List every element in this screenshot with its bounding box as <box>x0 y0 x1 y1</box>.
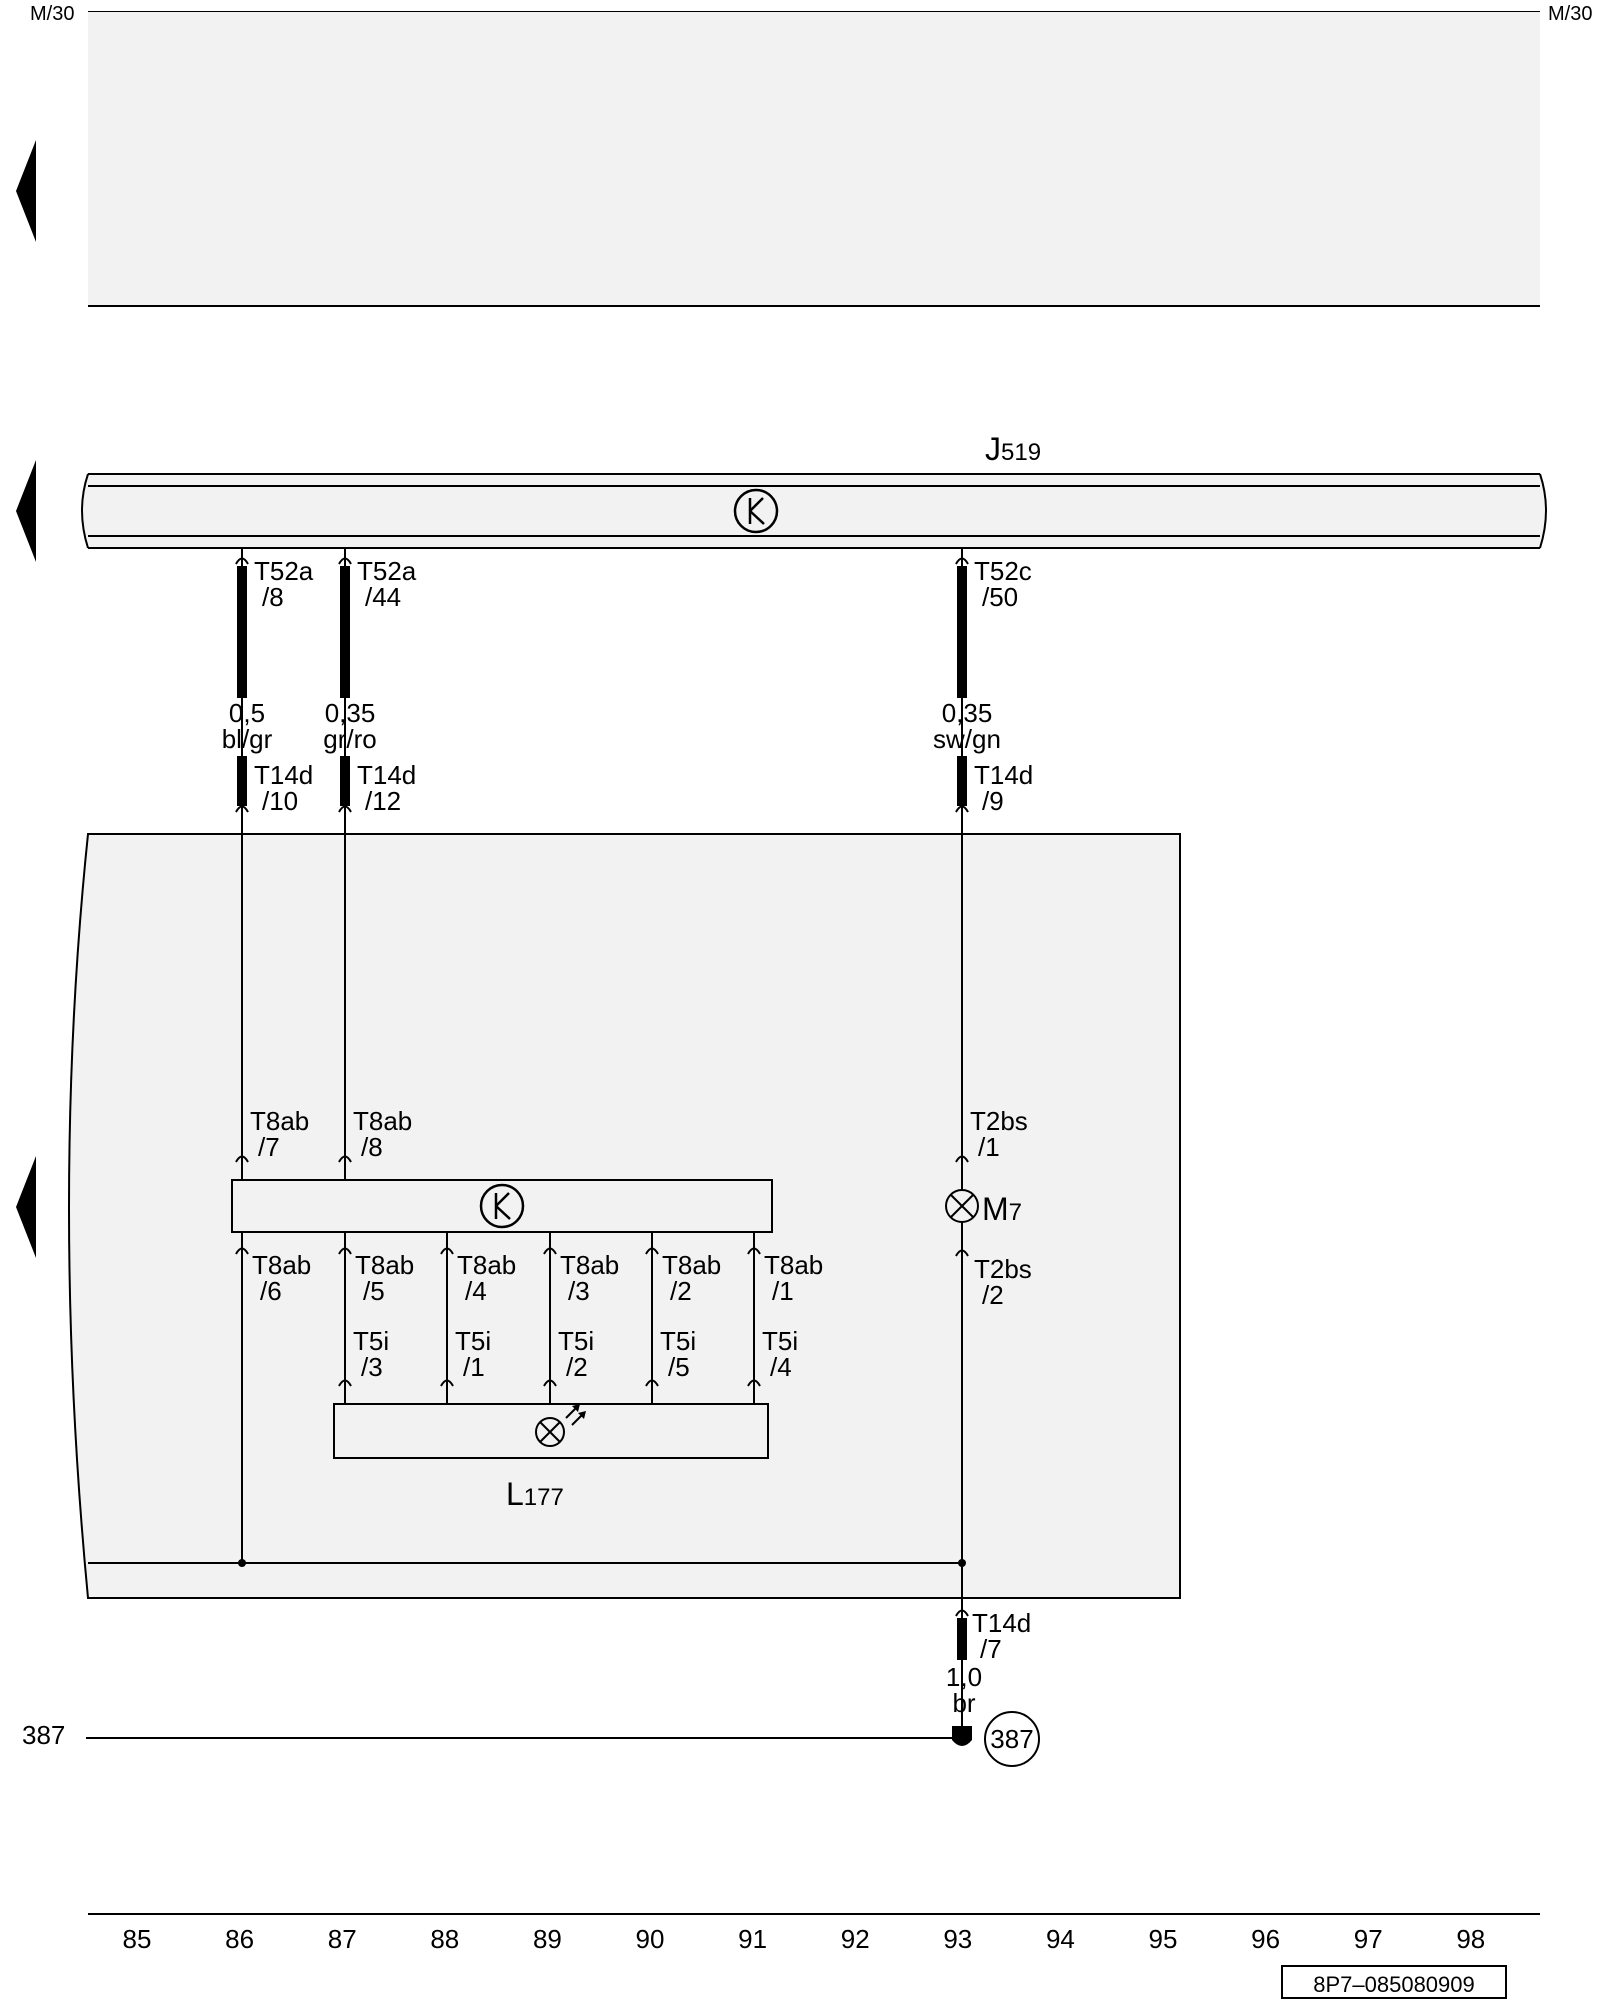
conn-t14d-9: T14d/9 <box>974 760 1033 816</box>
j519-body <box>82 474 1546 548</box>
m7-label: M7 <box>982 1191 1022 1227</box>
grid-number: 88 <box>430 1924 459 1954</box>
conn-t8ab-5: T8ab/5 <box>355 1250 414 1306</box>
top-region <box>88 12 1540 306</box>
wire-93-thick-bottom <box>957 1618 967 1660</box>
sheet-ref-left: M/30 <box>30 3 74 25</box>
conn-t8ab-7: T8ab/7 <box>250 1106 309 1162</box>
grid-number: 89 <box>533 1924 562 1954</box>
grid-number: 94 <box>1046 1924 1075 1954</box>
conn-t8ab-4: T8ab/4 <box>457 1250 516 1306</box>
grid-number: 91 <box>738 1924 767 1954</box>
sheet-ref-right: M/30 <box>1548 3 1592 25</box>
grid-number: 86 <box>225 1924 254 1954</box>
conn-t5i-5: T5i/5 <box>660 1326 696 1382</box>
conn-t8ab-3: T8ab/3 <box>560 1250 619 1306</box>
conn-t8ab-8: T8ab/8 <box>353 1106 412 1162</box>
conn-t8ab-1: T8ab/1 <box>764 1250 823 1306</box>
wire-87-thick-lower <box>340 756 350 806</box>
doc-code: 8P7–085080909 <box>1313 1972 1475 1997</box>
grid-number: 85 <box>123 1924 152 1954</box>
grid-number: 87 <box>328 1924 357 1954</box>
grid-number: 95 <box>1149 1924 1178 1954</box>
doc-code-box <box>1281 1965 1507 1999</box>
ground-ref-left: 387 <box>22 1720 65 1750</box>
grid-number: 96 <box>1251 1924 1280 1954</box>
ground-circle-icon <box>984 1711 1040 1767</box>
conn-t5i-2: T5i/2 <box>558 1326 594 1382</box>
conn-t8ab-6: T8ab/6 <box>252 1250 311 1306</box>
conn-t5i-3: T5i/3 <box>353 1326 389 1382</box>
junction-86 <box>238 1559 246 1567</box>
conn-t14d-10: T14d/10 <box>254 760 313 816</box>
page-marker-2-icon[interactable] <box>16 460 36 562</box>
control-module-box <box>231 1179 773 1233</box>
grid-numbers: 85 86 87 88 89 90 91 92 93 94 95 96 97 98 <box>123 1924 1486 1954</box>
wire-87-thick-upper <box>340 566 350 698</box>
wire-86-thick-lower <box>237 756 247 806</box>
grid-number: 98 <box>1456 1924 1485 1954</box>
grid-number: 97 <box>1354 1924 1383 1954</box>
conn-t52c-50: T52c/50 <box>974 556 1032 612</box>
l177-label: L177 <box>506 1476 564 1512</box>
conn-t14d-12: T14d/12 <box>357 760 416 816</box>
module-electronic-icon <box>479 1183 525 1229</box>
page-marker-3-icon[interactable] <box>16 1156 36 1258</box>
conn-t52a-8: T52a/8 <box>254 556 314 612</box>
conn-t14d-7: T14d/7 <box>972 1608 1031 1664</box>
j519-electronic-icon <box>733 488 779 534</box>
conn-t5i-1: T5i/1 <box>455 1326 491 1382</box>
m7-bulb-icon <box>945 1189 979 1223</box>
conn-t5i-4: T5i/4 <box>762 1326 798 1382</box>
conn-t2bs-2: T2bs/2 <box>974 1254 1032 1310</box>
wire-93-thick-upper <box>957 566 967 698</box>
junction-93 <box>958 1559 966 1567</box>
page-marker-1-icon[interactable] <box>16 140 36 242</box>
conn-t8ab-2: T8ab/2 <box>662 1250 721 1306</box>
ground-point-icon <box>952 1726 972 1746</box>
ground-circle-label: 387 <box>990 1724 1033 1754</box>
grid-number: 92 <box>841 1924 870 1954</box>
grid-number: 93 <box>943 1924 972 1954</box>
grid-number: 90 <box>636 1924 665 1954</box>
j519-label: J519 <box>985 431 1041 467</box>
wire-86-thick-upper <box>237 566 247 698</box>
conn-t52a-44: T52a/44 <box>357 556 417 612</box>
l177-lamp-icon <box>535 1404 586 1447</box>
conn-t2bs-1: T2bs/1 <box>970 1106 1028 1162</box>
wire-93-thick-lower <box>957 756 967 806</box>
